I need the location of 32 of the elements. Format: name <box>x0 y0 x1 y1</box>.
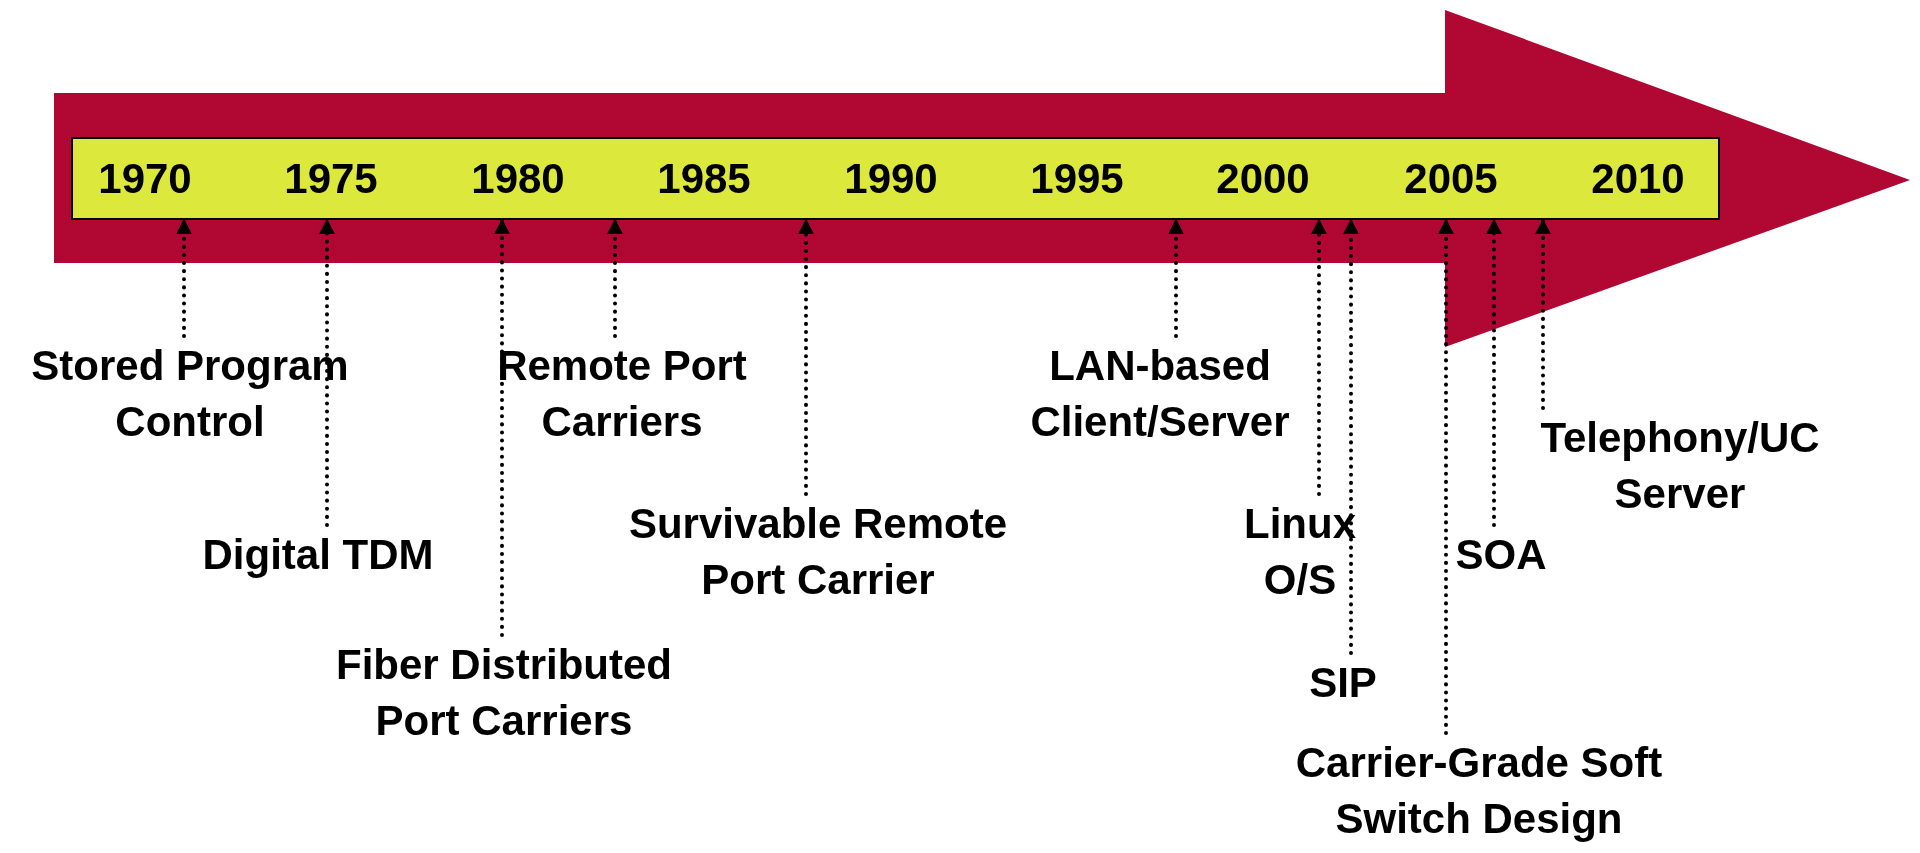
milestone-text: Remote Port Carriers <box>472 338 772 450</box>
year-label: 1985 <box>657 154 751 203</box>
leader-line <box>494 218 510 637</box>
year-label: 2005 <box>1404 154 1498 203</box>
leader-line <box>1168 218 1184 338</box>
year-label: 2010 <box>1591 154 1685 203</box>
leader-line <box>1535 218 1551 410</box>
year-label: 1980 <box>471 154 565 203</box>
leader-line <box>319 218 335 527</box>
leader-line <box>1343 218 1359 655</box>
timeline-bar <box>71 137 1720 220</box>
year-label: 1970 <box>98 154 192 203</box>
leader-line <box>607 218 623 338</box>
milestone-text: Stored Program Control <box>0 338 380 450</box>
milestone-text: Fiber Distributed Port Carriers <box>299 637 709 749</box>
leader-line <box>798 218 814 496</box>
milestone-text: Survivable Remote Port Carrier <box>598 496 1038 608</box>
milestone-text: Digital TDM <box>202 527 434 583</box>
year-label: 1975 <box>284 154 378 203</box>
milestone-text: LAN-based Client/Server <box>1010 338 1310 450</box>
year-label: 1990 <box>844 154 938 203</box>
leader-line <box>1311 218 1327 496</box>
year-label: 2000 <box>1216 154 1310 203</box>
leader-line <box>1486 218 1502 527</box>
year-label: 1995 <box>1030 154 1124 203</box>
leader-line <box>1438 218 1454 735</box>
milestone-text: Linux O/S <box>1230 496 1370 608</box>
milestone-text: SOA <box>1455 527 1547 583</box>
leader-line <box>176 218 192 338</box>
milestone-text: Carrier-Grade Soft Switch Design <box>1256 735 1702 847</box>
milestone-text: SIP <box>1309 655 1377 711</box>
milestone-text: Telephony/UC Server <box>1515 410 1845 522</box>
